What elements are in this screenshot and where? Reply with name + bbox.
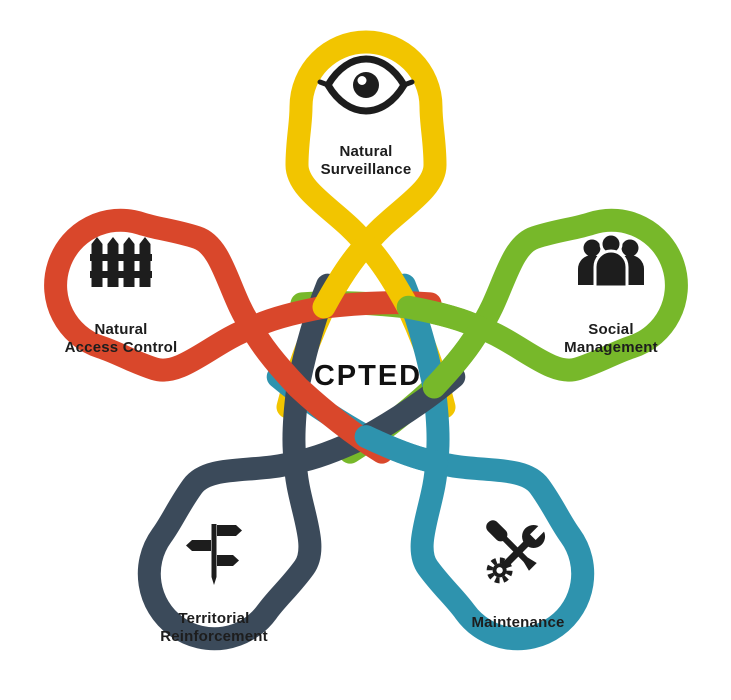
screwdriver-tip	[523, 557, 537, 571]
signpost-board-middle	[186, 540, 211, 551]
gear-hole	[496, 567, 503, 574]
page-title: CPTED	[314, 360, 422, 392]
signpost-board-bottom	[217, 555, 239, 566]
screwdriver-icon	[486, 520, 537, 571]
tools-icon	[486, 520, 547, 584]
label-territorial-reinforcement-line1: Territorial	[178, 610, 249, 627]
label-natural-access-control-line2: Access Control	[65, 339, 178, 356]
gear-teeth	[486, 557, 513, 584]
ribbon-overlap-patch	[354, 425, 449, 474]
fence-picket	[139, 237, 151, 287]
person-center-body	[593, 249, 629, 289]
signpost-pole	[211, 524, 217, 577]
fence-picket	[91, 237, 103, 287]
fence-picket	[107, 237, 119, 287]
people-icon	[578, 232, 644, 289]
screwdriver-handle	[486, 520, 508, 542]
eye-highlight	[357, 76, 367, 85]
person-right-head	[621, 239, 639, 257]
person-left-head	[583, 239, 601, 257]
label-social-management-line2: Management	[564, 339, 658, 356]
eye-iris	[353, 72, 379, 98]
signpost-board-top	[217, 525, 242, 536]
wrench-icon	[486, 523, 547, 584]
signpost-icon	[186, 524, 242, 585]
label-social-management-line1: Social	[588, 321, 633, 338]
signpost-pole-tip	[211, 577, 217, 585]
wrench-shaft	[501, 539, 531, 569]
ribbon-overlap-patch	[422, 316, 492, 399]
wrench-jaw-gap	[530, 523, 547, 540]
label-territorial-reinforcement-line2: Reinforcement	[160, 628, 268, 645]
eye-icon	[317, 55, 415, 115]
label-natural-surveillance-line1: Natural	[339, 143, 392, 160]
fence-picket	[123, 237, 135, 287]
fence-rail-top	[90, 254, 152, 261]
fence-icon	[90, 237, 152, 287]
label-maintenance: Maintenance	[471, 614, 564, 631]
screwdriver-shaft	[502, 536, 530, 564]
label-natural-access-control-line1: Natural	[94, 321, 147, 338]
label-natural-surveillance-line2: Surveillance	[321, 161, 412, 178]
fence-rail-bottom	[90, 271, 152, 278]
